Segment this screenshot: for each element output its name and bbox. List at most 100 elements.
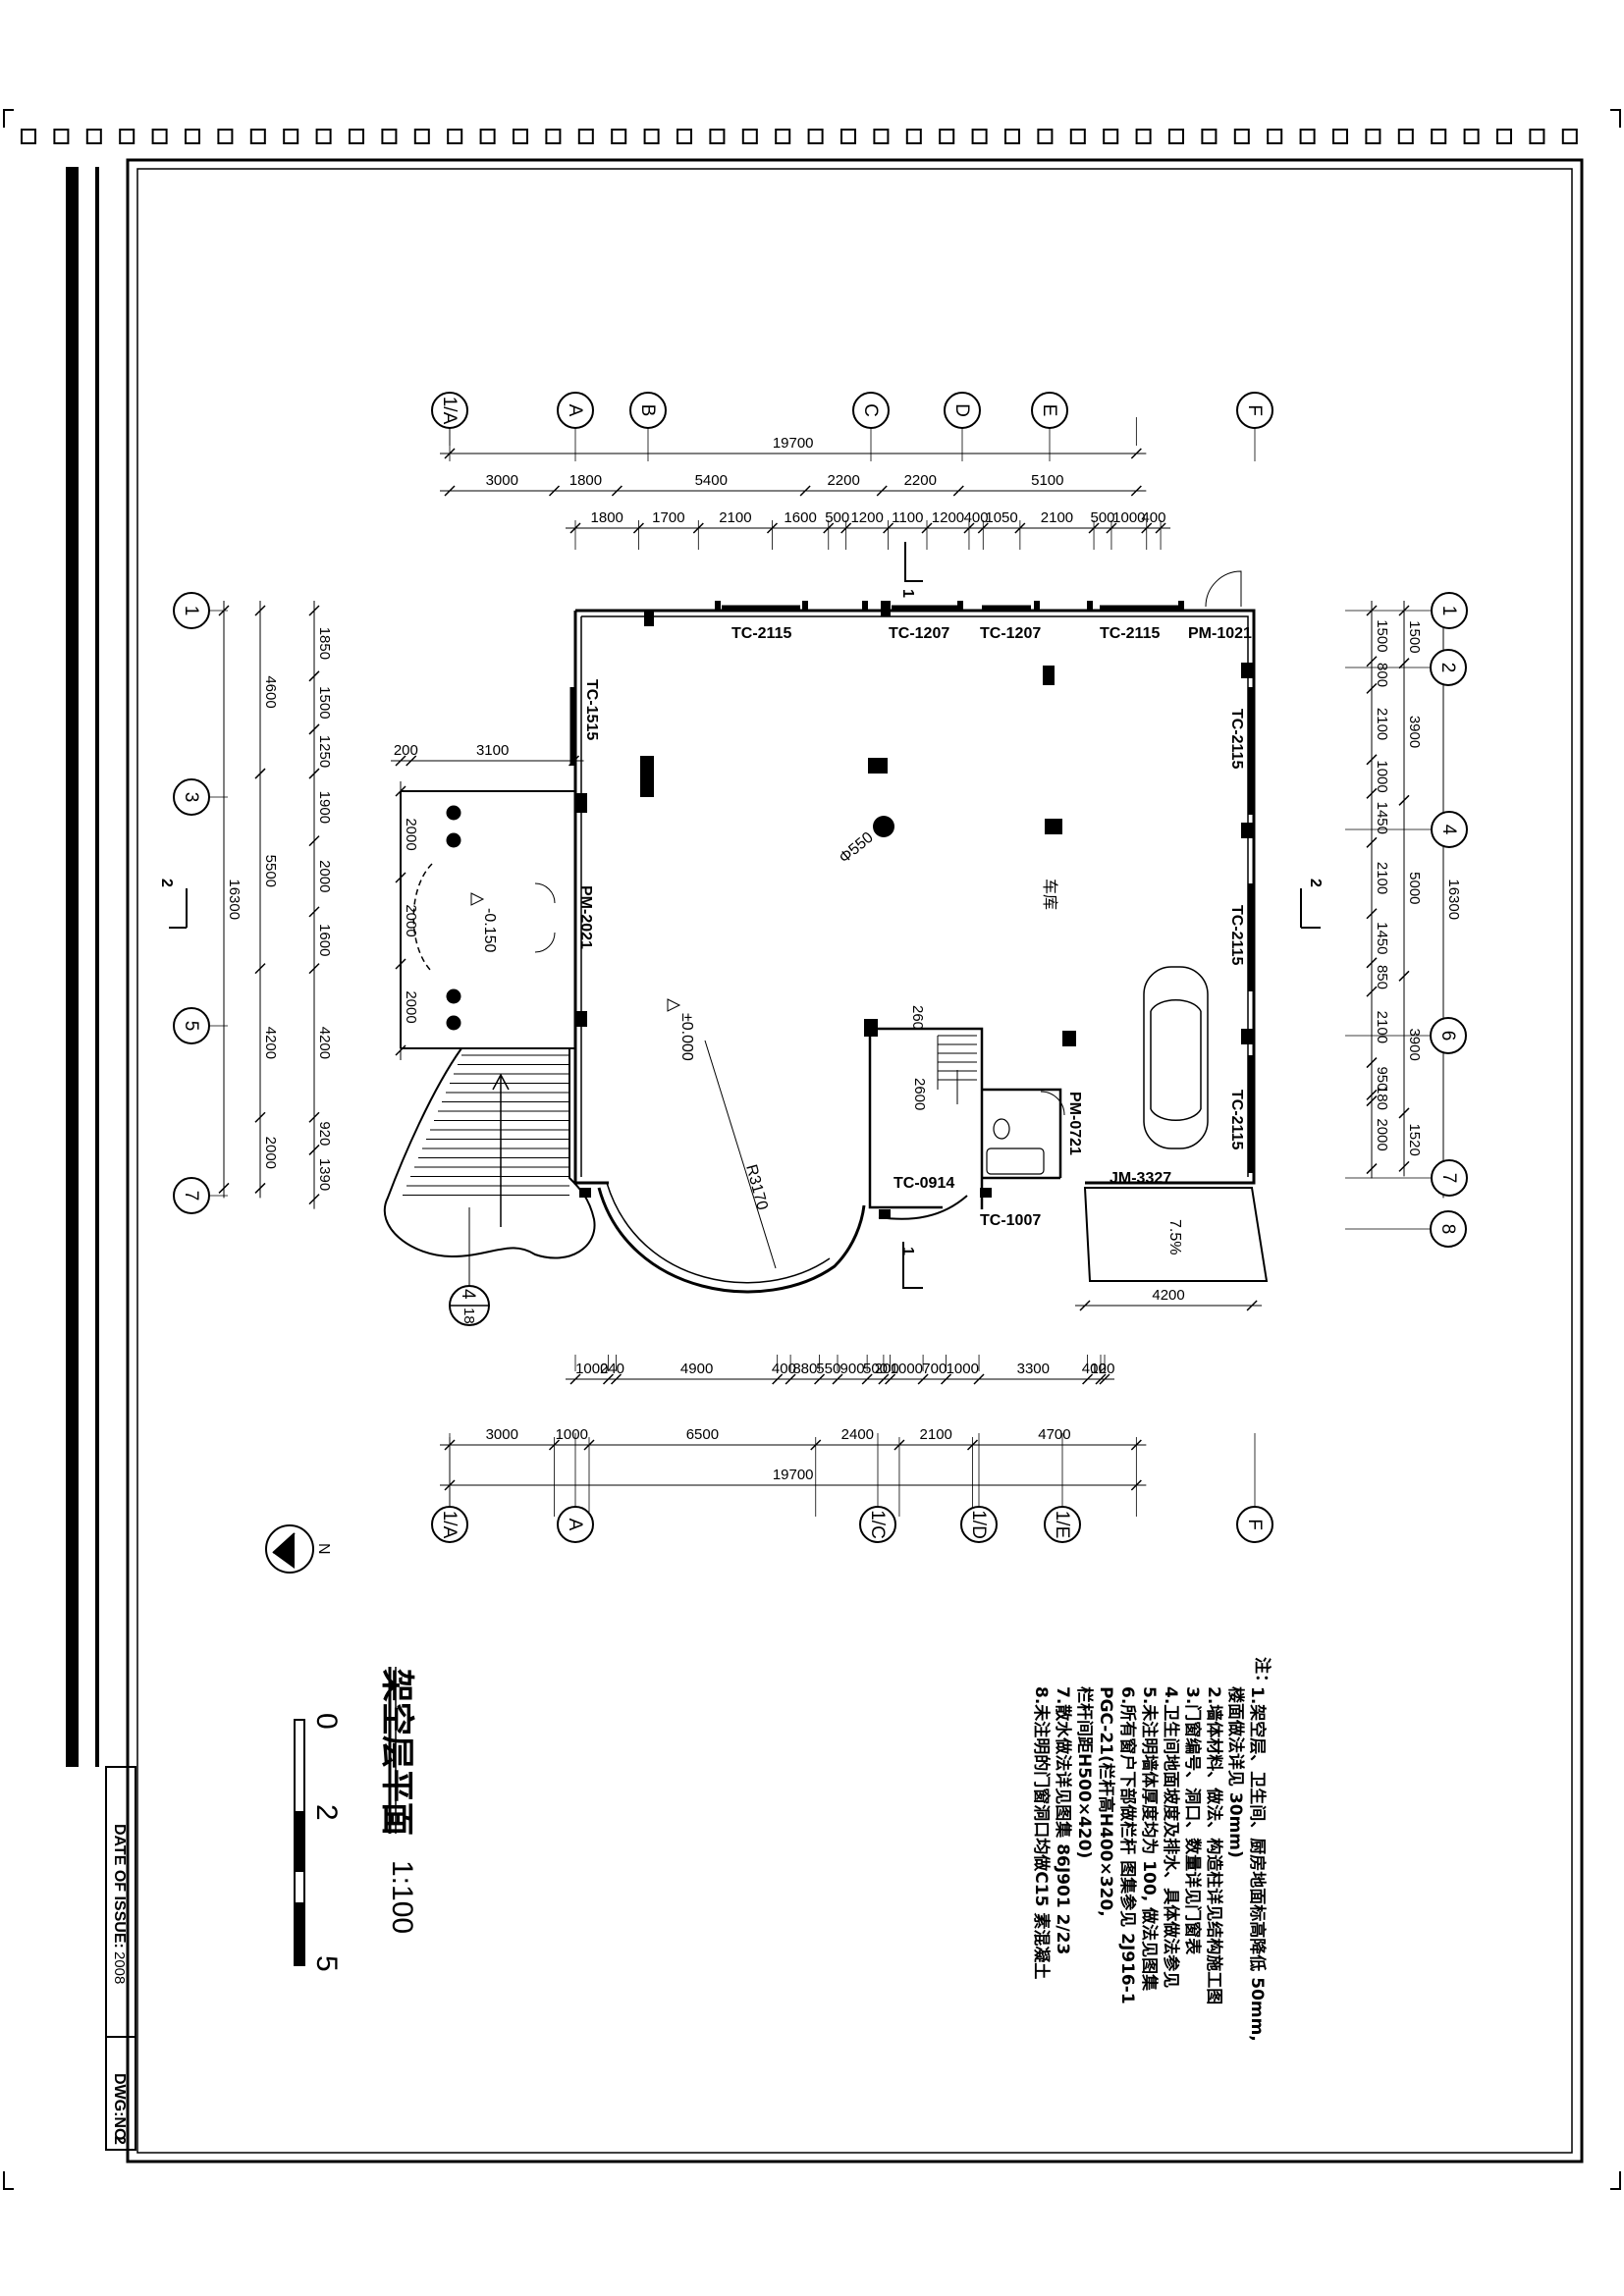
- sheet-tick: [249, 129, 266, 144]
- axis-label: 1/A: [439, 397, 460, 425]
- axis-label: B: [637, 404, 658, 417]
- dim-value: 16300: [226, 879, 243, 920]
- porch-outline: [400, 790, 575, 1049]
- sheet-tick: [971, 129, 988, 144]
- dim-tick: [254, 768, 266, 779]
- sheet-tick: [513, 129, 528, 144]
- axis-label: A: [565, 404, 585, 417]
- sheet-tick: [905, 129, 922, 144]
- dim-value: 1850: [316, 627, 333, 660]
- dim-tick: [878, 1373, 890, 1385]
- sheet-tick: [85, 129, 102, 144]
- dim-value: 19700: [773, 435, 814, 452]
- scale-bar-tick-2: 2: [310, 1804, 343, 1821]
- axis-label: 1/A: [439, 1511, 460, 1539]
- north-label: N: [315, 1543, 332, 1555]
- sheet-tick: [1233, 129, 1250, 144]
- axis-label: D: [951, 403, 972, 417]
- dim-value: 2100: [719, 509, 751, 526]
- dim-value: 1700: [652, 509, 684, 526]
- toilet-icon: [993, 1118, 1010, 1140]
- sheet-tick: [1267, 129, 1283, 144]
- sheet-tick: [939, 129, 955, 144]
- sheet-tick: [381, 129, 398, 144]
- dim-value: 1800: [591, 509, 623, 526]
- dim-tick: [1366, 656, 1378, 667]
- sheet-tick: [1332, 129, 1348, 144]
- dim-tick: [569, 1373, 581, 1385]
- axis-label: F: [1244, 1519, 1265, 1530]
- porch-arch: [412, 863, 433, 973]
- dim-value: 1450: [1374, 802, 1390, 834]
- dim-value: 900: [840, 1361, 865, 1377]
- dim-value: 3900: [1406, 716, 1423, 748]
- dim-tick: [254, 605, 266, 616]
- dim-value: 920: [316, 1121, 333, 1146]
- dim-tick: [785, 1373, 796, 1385]
- axis-label: 6: [1437, 1031, 1458, 1041]
- dim-tick: [772, 1373, 784, 1385]
- scale-bar-tick-0: 0: [310, 1713, 343, 1730]
- dim-tick: [395, 1044, 406, 1056]
- axis-bubble: [1430, 1210, 1467, 1248]
- title-block-dwg-value: 2: [111, 2136, 128, 2145]
- dim-value: 4900: [680, 1361, 713, 1377]
- window-label-left: TC-1515: [583, 679, 600, 740]
- section-mark-1-top: 1: [899, 589, 916, 598]
- note-item: PGC-21(栏杆高H400×320,: [1096, 1686, 1116, 1917]
- axis-bubble: [1431, 811, 1468, 848]
- curved-bay-wall-inner: [606, 1182, 831, 1284]
- axis-bubble: [629, 392, 667, 429]
- dim-value: 1500: [1406, 620, 1423, 653]
- wc-door-label: PM-0721: [1066, 1092, 1083, 1155]
- window-openings: [569, 605, 1254, 1173]
- axis-bubble: [431, 1506, 468, 1543]
- axis-label: F: [1244, 404, 1265, 416]
- dim-value: 200: [875, 1361, 899, 1377]
- dim-tick: [308, 723, 320, 735]
- axis-label: 8: [1437, 1224, 1458, 1235]
- sheet-tick: [545, 129, 562, 144]
- axis-bubble: [852, 392, 890, 429]
- dim-tick: [1366, 1057, 1378, 1069]
- dim-value: 240: [600, 1361, 624, 1377]
- axis-label: 1/D: [968, 1510, 989, 1539]
- axis-label: 5: [181, 1021, 201, 1032]
- scale-bar-tick-5: 5: [310, 1955, 343, 1972]
- axis-label: A: [565, 1519, 585, 1531]
- axis-bubble: [557, 392, 594, 429]
- dim-value: 1200: [932, 509, 964, 526]
- dim-value: 1000: [1374, 760, 1390, 792]
- dim-tick: [444, 485, 456, 497]
- dim-tick: [1366, 787, 1378, 799]
- level-porch-marker: [470, 892, 485, 906]
- dim-tick: [1099, 1373, 1110, 1385]
- dim-tick: [308, 768, 320, 779]
- dim-tick: [308, 835, 320, 847]
- dim-value: 2100: [1041, 509, 1073, 526]
- sheet-tick: [1397, 129, 1414, 144]
- sheet-tick: [807, 129, 824, 144]
- section-mark-1-bottom: 1: [899, 1247, 916, 1255]
- north-arrow-icon: N: [265, 1524, 332, 1574]
- porch-column-1: [446, 805, 461, 821]
- dim-tick: [799, 485, 811, 497]
- detail-callout-top: 4: [458, 1289, 478, 1300]
- stair-dim-260: 260: [909, 1005, 926, 1030]
- note-item: 栏杆间距H500×420): [1074, 1686, 1095, 1858]
- dim-value: 2100: [920, 1426, 952, 1443]
- dim-value: 1000: [947, 1361, 979, 1377]
- window-label-top-3: TC-1207: [980, 625, 1041, 642]
- bathtub-icon: [986, 1148, 1045, 1175]
- door-label-top: PM-1021: [1188, 625, 1252, 642]
- ramp-slope-label: 7.5%: [1166, 1219, 1183, 1255]
- sheet-tick: [1135, 129, 1152, 144]
- dim-value: 200: [394, 742, 418, 759]
- dim-value: 500: [825, 509, 849, 526]
- garage-door-label: JM-3327: [1110, 1170, 1171, 1187]
- dim-value: 3900: [1406, 1028, 1423, 1060]
- window-label-right-1: TC-2115: [1228, 709, 1245, 769]
- dim-tick: [1366, 836, 1378, 848]
- sheet-tick: [1529, 129, 1545, 144]
